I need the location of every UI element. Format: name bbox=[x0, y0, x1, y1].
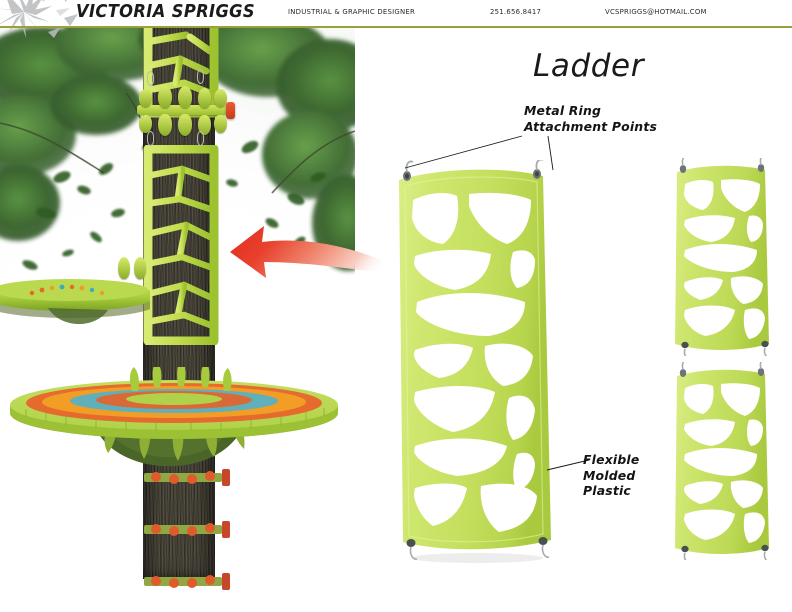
ladder-render-secondary-1 bbox=[675, 158, 769, 356]
clip-upper-5 bbox=[214, 89, 227, 107]
clip-upper-3 bbox=[178, 86, 192, 108]
page-title: Ladder bbox=[533, 48, 645, 84]
carabiner-4 bbox=[197, 131, 204, 146]
callout-plastic-line3: Plastic bbox=[583, 483, 631, 498]
callout-plastic-line1: Flexible bbox=[583, 452, 640, 467]
clip-upper-1 bbox=[139, 89, 152, 107]
clip-upper-4 bbox=[198, 88, 211, 108]
phone-number: 251.656.8417 bbox=[490, 7, 542, 16]
tree-mount-bar bbox=[137, 105, 227, 115]
callout-metal-ring: Metal Ring Attachment Points bbox=[524, 103, 657, 134]
starburst-shards-logo bbox=[0, 0, 78, 38]
leader-line-plastic bbox=[546, 459, 590, 471]
callout-metal-ring-line2: Attachment Points bbox=[524, 118, 658, 134]
clip-lower-1 bbox=[139, 115, 152, 133]
ladder-render-main bbox=[399, 160, 551, 563]
clip-upper-2 bbox=[158, 86, 172, 108]
tree-ladder-main bbox=[143, 145, 219, 345]
callout-metal-ring-line1: Metal Ring bbox=[524, 103, 602, 118]
callout-plastic-line2: Molded bbox=[583, 467, 636, 483]
clip-lower-3 bbox=[178, 114, 192, 136]
header-divider bbox=[0, 26, 792, 28]
trunk-strap-bands bbox=[144, 469, 230, 590]
callout-flexible-plastic: Flexible Molded Plastic bbox=[583, 452, 639, 499]
product-photo bbox=[0, 27, 355, 612]
carabiner-2 bbox=[197, 69, 204, 84]
clip-lower-5 bbox=[214, 115, 227, 133]
red-swoosh-arrow bbox=[230, 226, 410, 278]
carabiner-3 bbox=[147, 131, 154, 146]
platform-lower bbox=[10, 367, 338, 467]
brand-name: VICTORIA SPRIGGS bbox=[76, 2, 256, 22]
platform-upper bbox=[0, 279, 150, 325]
clip-lower-2 bbox=[158, 114, 172, 136]
ladder-render-secondary-2 bbox=[675, 362, 769, 560]
designer-role: INDUSTRIAL & GRAPHIC DESIGNER bbox=[288, 7, 416, 16]
mount-bar-end-cap bbox=[226, 102, 235, 119]
carabiner-1 bbox=[147, 71, 154, 86]
email-address: VCSPRIGGS@HOTMAIL.COM bbox=[605, 7, 707, 16]
leader-line-metal-ring bbox=[404, 135, 554, 171]
page-header: VICTORIA SPRIGGS INDUSTRIAL & GRAPHIC DE… bbox=[0, 0, 792, 38]
clip-lower-4 bbox=[198, 115, 211, 135]
platform-clip-1 bbox=[118, 257, 130, 279]
platform-clip-2 bbox=[134, 257, 146, 279]
grommet-group bbox=[403, 169, 548, 547]
